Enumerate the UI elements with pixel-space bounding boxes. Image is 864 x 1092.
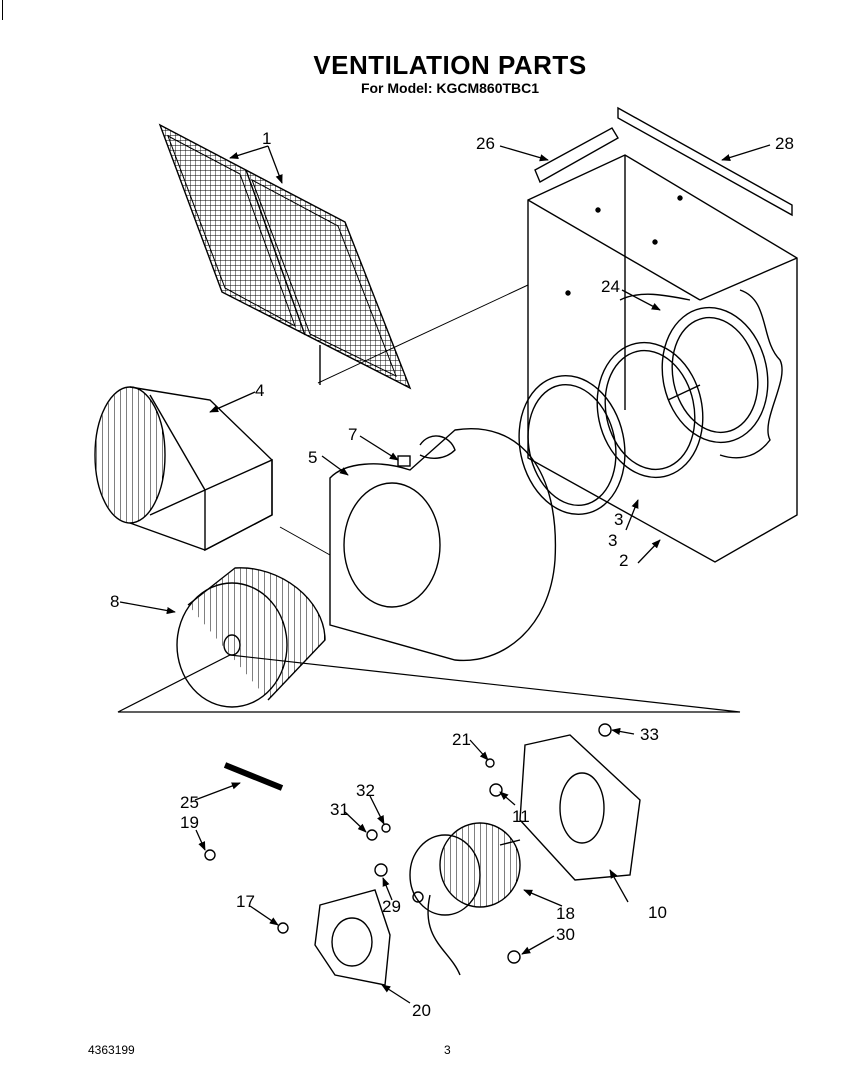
grille-panel [158,123,412,390]
callout-32: 32 [356,781,375,800]
callout-30: 30 [556,925,575,944]
callout-19: 19 [180,813,199,832]
blower-wheel [176,567,326,708]
callout-3: 3 [614,510,623,529]
page-title: VENTILATION PARTS [313,50,587,80]
callout-5: 5 [308,448,317,467]
blower-housing [329,428,557,662]
callout-26: 26 [476,134,495,153]
callout-28: 28 [775,134,794,153]
motor-bracket [314,889,391,986]
edge-mark [2,0,3,20]
callout-29: 29 [382,897,401,916]
callout-4: 4 [255,381,264,400]
callout-2: 2 [619,551,628,570]
callout-24: 24 [601,277,620,296]
rear-ring [661,306,769,444]
callout-3b: 3 [608,531,617,550]
callout-10: 10 [648,903,667,922]
callout-25: 25 [180,793,199,812]
callout-8: 8 [110,592,119,611]
model-subtitle: For Model: KGCM860TBC1 [360,80,540,96]
callout-21: 21 [452,730,471,749]
gasket-ring [596,341,704,479]
motor [409,822,521,976]
front-ring [518,374,626,516]
callout-18: 18 [556,904,575,923]
callout-17: 17 [236,892,255,911]
callout-20: 20 [412,1001,431,1020]
callout-33: 33 [640,725,659,744]
page-number: 3 [444,1043,451,1057]
motor-plate [519,734,641,881]
callout-31: 31 [330,800,349,819]
cabinet-housing [527,106,798,563]
hardware [204,723,612,964]
callout-7: 7 [348,425,357,444]
duct-transition [94,386,273,552]
strap [223,762,284,791]
document-number: 4363199 [88,1043,135,1057]
callout-1: 1 [262,129,271,148]
callout-11: 11 [512,807,530,826]
